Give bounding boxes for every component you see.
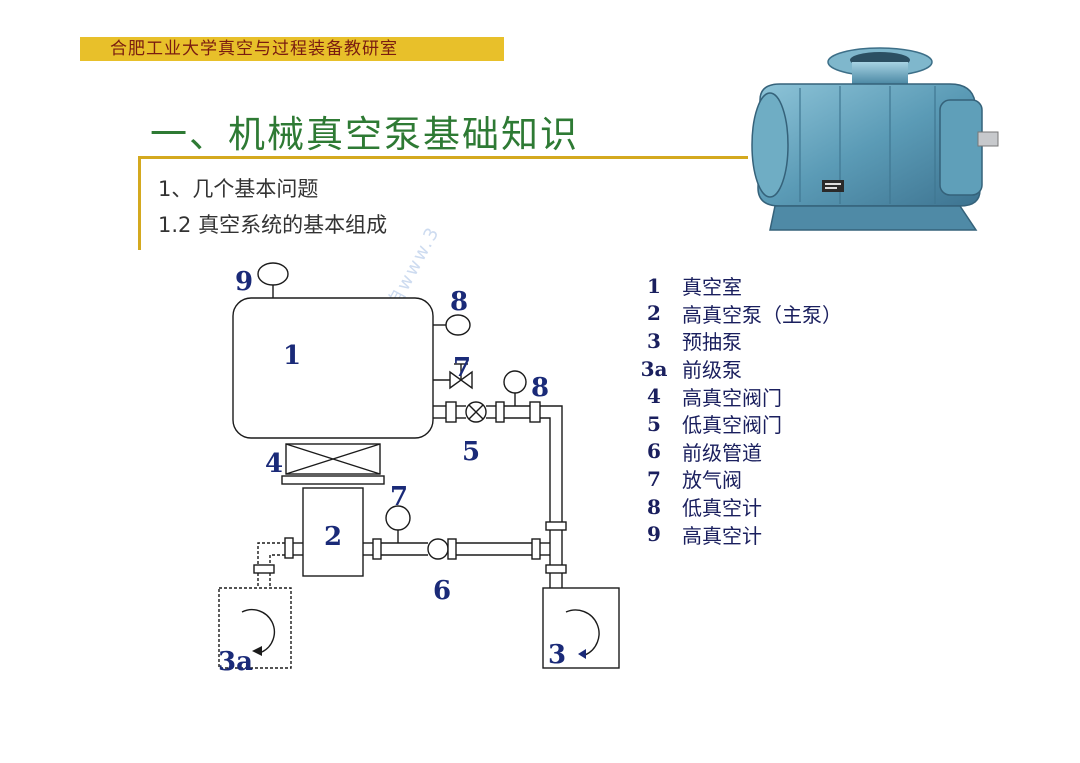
label-high-vacuum-gauge: 9 xyxy=(235,267,253,297)
header-banner: 合肥工业大学真空与过程装备教研室 xyxy=(80,37,504,61)
foreline-valve-icon xyxy=(427,538,449,560)
low-vacuum-gauge-icon xyxy=(445,314,471,336)
label-vent-valve-upper: 7 xyxy=(453,353,471,383)
backing-pump xyxy=(218,587,292,669)
label-foreline: 6 xyxy=(433,576,451,606)
label-chamber: 1 xyxy=(283,341,301,371)
label-low-vacuum-gauge-lower: 8 xyxy=(531,373,549,403)
label-high-vacuum-valve: 4 xyxy=(265,449,283,479)
high-vacuum-pump xyxy=(302,487,364,577)
label-vent-valve-lower: 7 xyxy=(390,482,408,512)
label-low-vacuum-valve: 5 xyxy=(462,437,480,467)
rotation-arrow-icon xyxy=(578,649,586,659)
roughing-pump xyxy=(542,587,620,669)
title-side-rule xyxy=(138,156,141,250)
roots-pump-illustration xyxy=(751,47,999,231)
banner-text: 合肥工业大学真空与过程装备教研室 xyxy=(110,39,398,59)
label-backing-pump: 3a xyxy=(218,647,253,677)
page-title: 一、机械真空泵基础知识 xyxy=(150,113,579,156)
vacuum-chamber xyxy=(232,297,434,439)
subtitle-topic: 1.2 真空系统的基本组成 xyxy=(158,213,388,237)
label-high-vacuum-pump: 2 xyxy=(324,522,342,552)
subtitle-section: 1、几个基本问题 xyxy=(158,177,319,201)
label-low-vacuum-gauge-upper: 8 xyxy=(450,287,468,317)
low-vacuum-gauge-icon xyxy=(503,370,527,394)
high-vacuum-gauge-icon xyxy=(257,262,289,286)
vent-valve-icon xyxy=(385,505,411,531)
rotation-arrow-icon xyxy=(252,646,262,656)
label-roughing-pump: 3 xyxy=(548,640,566,670)
title-underline xyxy=(138,156,748,159)
